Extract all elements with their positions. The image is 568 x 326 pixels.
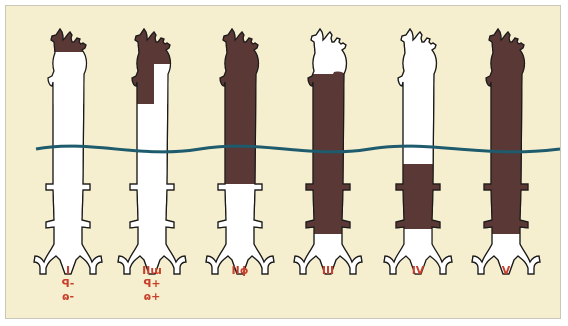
figure-label: III <box>322 264 334 277</box>
figure-label: ɷ+ <box>144 290 161 303</box>
figure-label: IIɸ <box>232 264 249 277</box>
aorta-figure <box>384 29 452 289</box>
figure-label: IIɯ <box>142 264 162 277</box>
figure-label: IV <box>412 264 425 277</box>
figure-label: I <box>66 264 70 277</box>
aorta-figure <box>472 24 540 274</box>
figure-label: ꟼ- <box>62 277 75 290</box>
figure-label: ꟼ+ <box>143 277 160 290</box>
diaphragm-line <box>36 146 560 152</box>
figure-label: V <box>502 264 511 277</box>
figure-label: ɷ- <box>62 290 74 303</box>
aorta-figure <box>206 24 274 274</box>
